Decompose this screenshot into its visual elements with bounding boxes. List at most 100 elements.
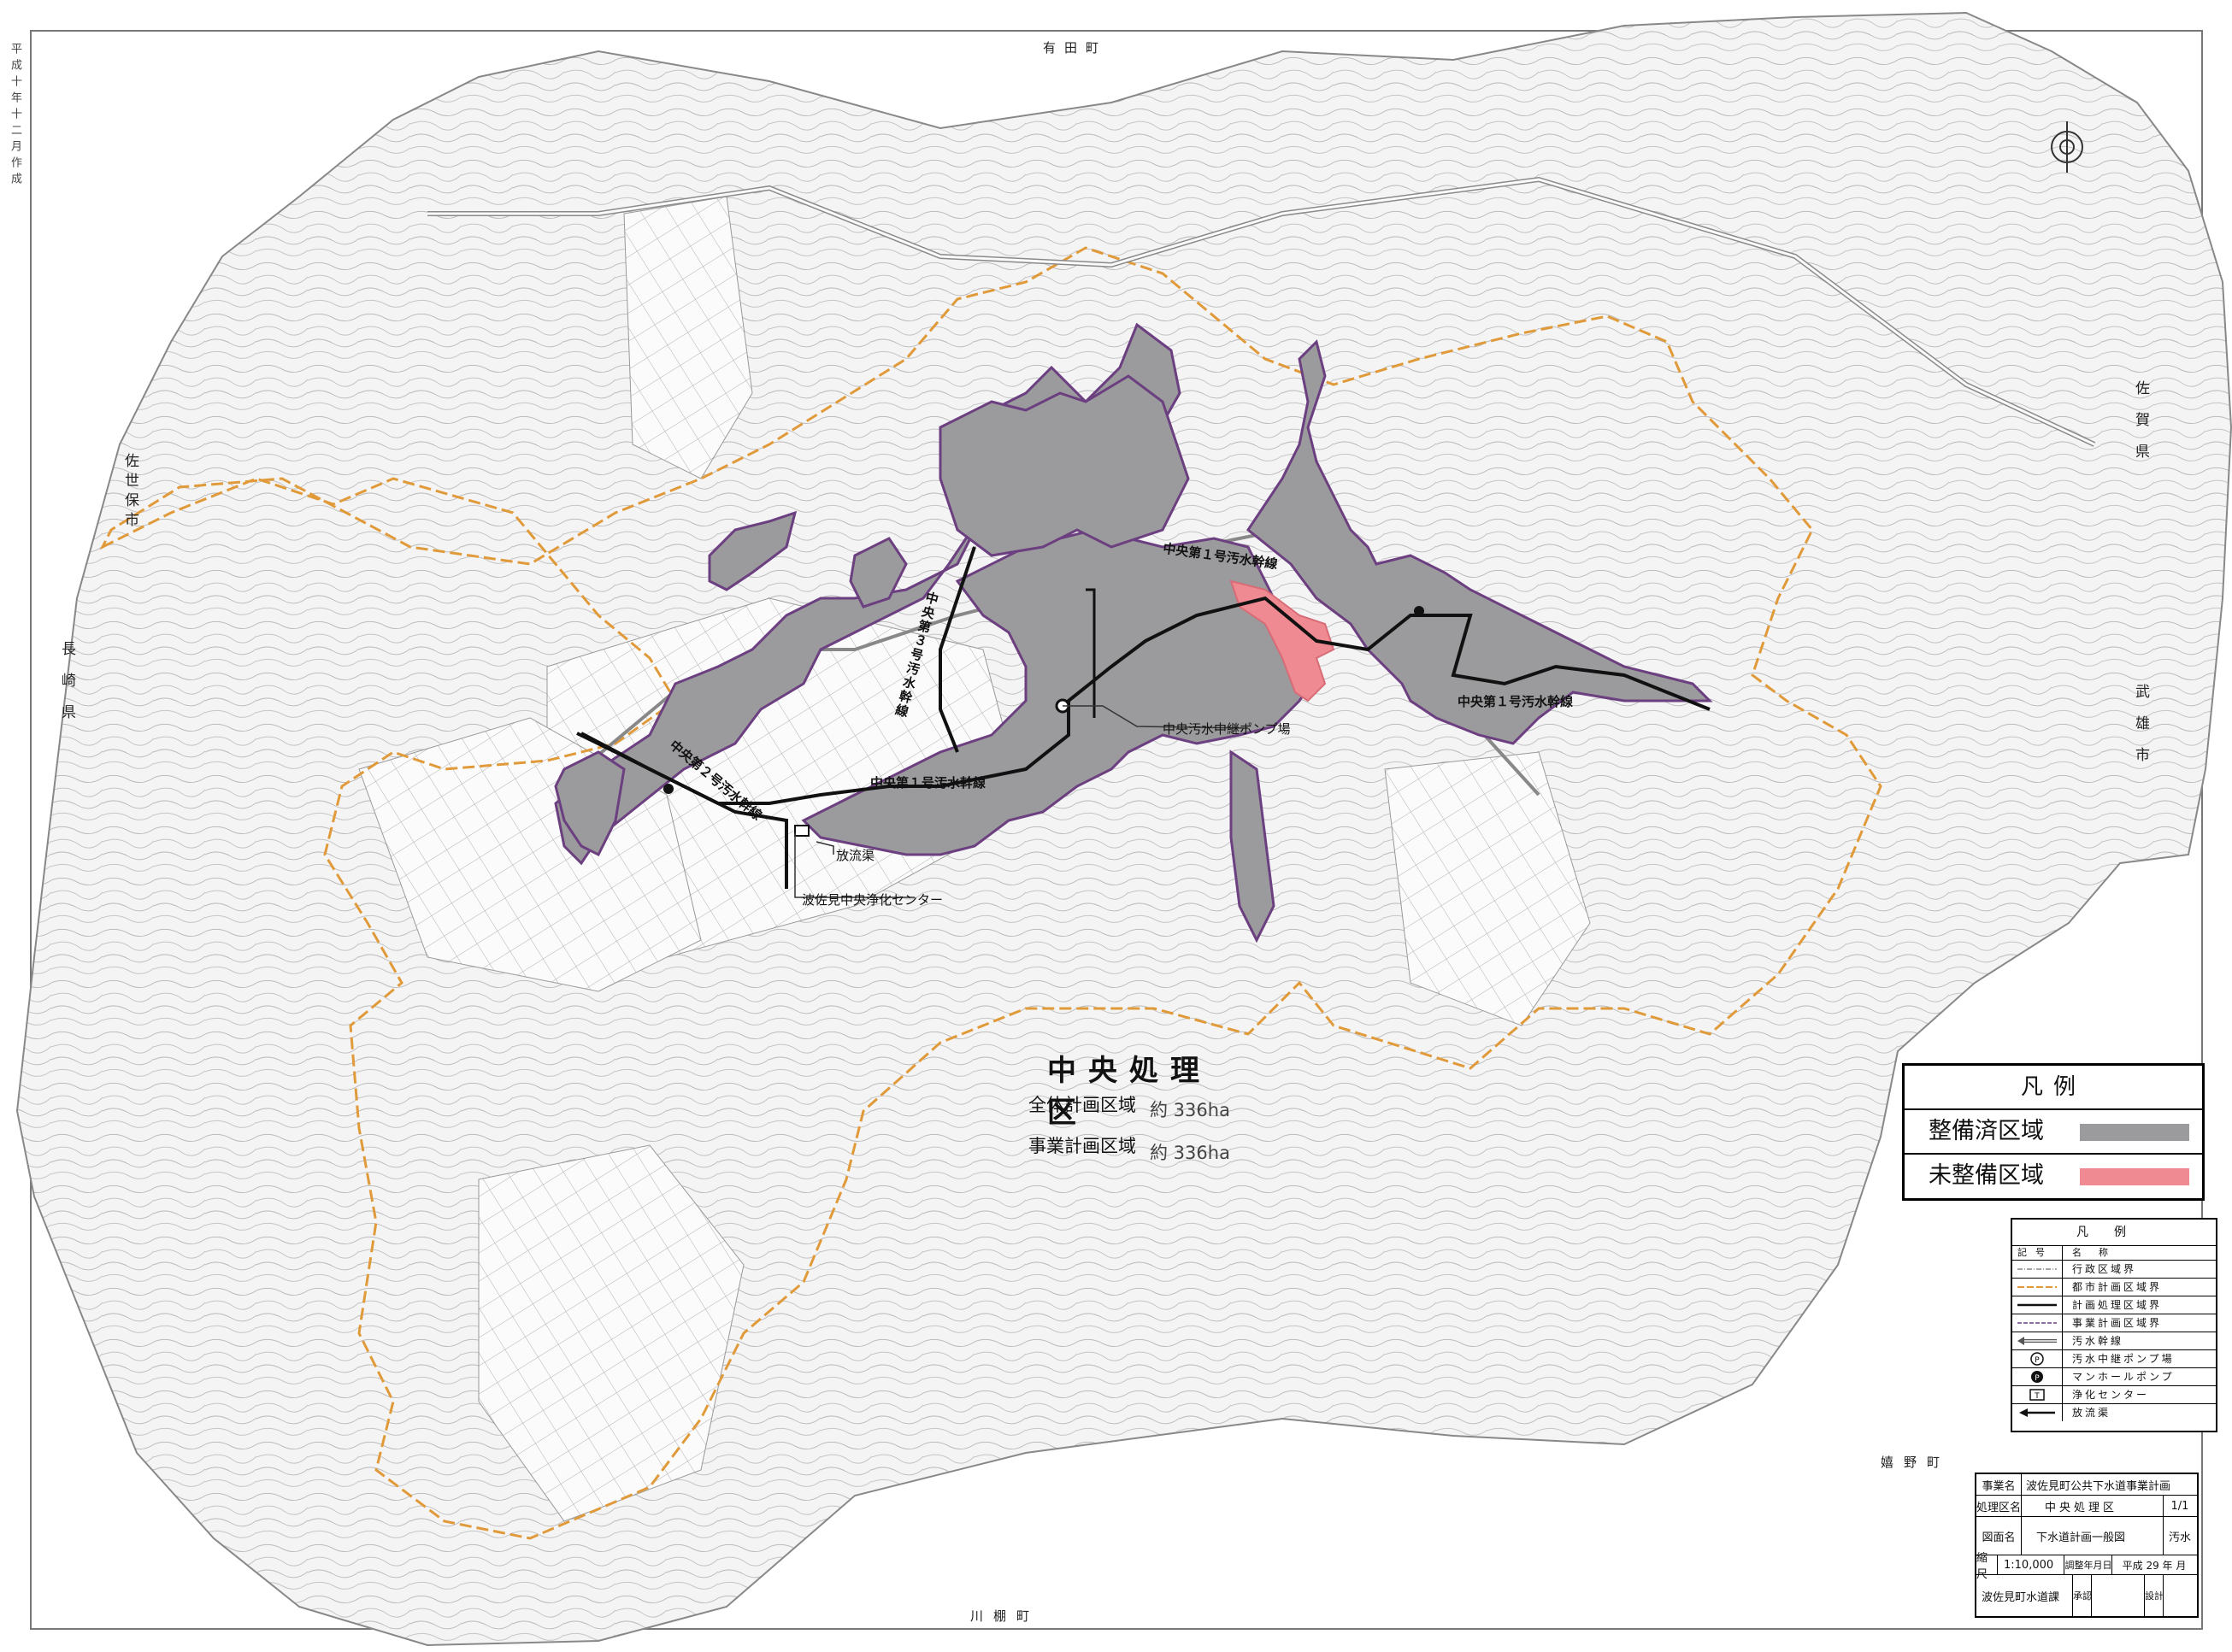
title-row-drawing: 図面名 下水道計画一般図 汚水 (1976, 1517, 2197, 1555)
neighbor-south-2: 嬉野町 (1881, 1455, 1951, 1470)
developed-area-center (801, 528, 1318, 856)
sewer-label-east: 中央第１号汚水幹線 (1458, 694, 1574, 709)
developed-area-north (939, 374, 1190, 557)
symbol-legend-title: 凡例 (2012, 1220, 2216, 1246)
trunk-sewer-branch (1086, 588, 1096, 718)
symbol-row: 事業計画区域界 (2012, 1314, 2216, 1332)
neighbor-east-1: 佐賀県 (2132, 380, 2149, 475)
symbol-label: 行政区域界 (2072, 1263, 2137, 1275)
symbol-row: 汚水幹線 (2012, 1332, 2216, 1350)
admin-boundary-symbol-icon (2017, 1268, 2057, 1270)
district-label: 処理区名 (1976, 1496, 2022, 1516)
pump-station-label: 中央汚水中継ポンプ場 (1163, 721, 1291, 737)
symbol-label: 都市計画区域界 (2072, 1281, 2163, 1293)
developed-area-islet (849, 537, 908, 608)
symbol-label: 計画処理区域界 (2072, 1299, 2163, 1311)
neighbor-west-2: 長崎県 (58, 641, 75, 736)
city-planning-boundary (99, 246, 1882, 1540)
treatment-center-symbol-icon: T (2029, 1389, 2045, 1401)
neighbor-north: 有田町 (1043, 40, 1108, 56)
svg-text:P: P (2035, 1356, 2040, 1365)
undeveloped-area (1229, 579, 1335, 703)
symbol-row: 放流渠 (2012, 1404, 2216, 1421)
district-value: 中央処理区 (2045, 1501, 2118, 1514)
field-grid-south (478, 1144, 745, 1522)
legend-undeveloped-swatch (2080, 1168, 2189, 1185)
symbol-label: 放流渠 (2072, 1407, 2111, 1419)
trunk-sewer-symbol-icon (2017, 1337, 2057, 1345)
symbol-row: P 汚水中継ポンプ場 (2012, 1350, 2216, 1368)
outfall-callout-leader (816, 841, 834, 855)
scale-value: 1:10,000 (2004, 1558, 2054, 1572)
symbol-label: マンホールポンプ (2072, 1371, 2175, 1383)
title-block: 事業名 波佐見町公共下水道事業計画 処理区名 中央処理区 1/1 図面名 下水道… (1975, 1473, 2199, 1618)
neighbor-east-2: 武雄市 (2132, 684, 2149, 779)
total-plan-label: 全体計画区域 (1028, 1095, 1136, 1115)
plan-district-symbol-icon (2017, 1303, 2057, 1307)
treatment-center-label: 波佐見中央浄化センター (802, 892, 944, 908)
col-name-header: 名称 (2072, 1247, 2125, 1258)
symbol-label: 事業計画区域界 (2072, 1317, 2163, 1329)
outfall-marker-icon (663, 784, 674, 794)
drawing-value: 下水道計画一般図 (2036, 1531, 2126, 1544)
legend-row-undeveloped: 未整備区域 (1905, 1155, 2202, 1197)
title-row-district: 処理区名 中央処理区 1/1 (1976, 1496, 2197, 1517)
top-creation-note: 平成十年十二月作成 (9, 43, 21, 189)
col-symbol-header: 記号 (2017, 1247, 2053, 1258)
outfall-symbol-icon (2019, 1408, 2055, 1417)
legend-developed-label: 整備済区域 (1929, 1118, 2044, 1144)
center-callout-leader (794, 833, 915, 898)
symbol-label: 浄化センター (2072, 1389, 2150, 1401)
legend-developed-swatch (2080, 1124, 2189, 1141)
date-value: 平成 29 年 月 (2111, 1555, 2196, 1574)
title-row-project: 事業名 波佐見町公共下水道事業計画 (1976, 1474, 2197, 1496)
design-label: 設計 (2144, 1575, 2164, 1616)
symbol-label: 汚水中継ポンプ場 (2072, 1353, 2175, 1365)
north-arrow-icon (2051, 121, 2083, 173)
symbol-row: 行政区域界 (2012, 1261, 2216, 1279)
symbol-legend: 凡例 記号 名称 行政区域界 都市計画区域界 計画処理区域界 事業計画区域界 汚… (2011, 1218, 2217, 1432)
project-label: 事業名 (1976, 1474, 2022, 1495)
title-row-office: 波佐見町水道課 承認 設計 (1976, 1575, 2197, 1616)
trunk-sewer-west (580, 732, 788, 889)
drawing-label: 図面名 (1976, 1517, 2022, 1555)
sheet-frame (30, 30, 2203, 1630)
symbol-row: T 浄化センター (2012, 1386, 2216, 1404)
svg-text:P: P (2035, 1374, 2040, 1383)
project-value: 波佐見町公共下水道事業計画 (2026, 1479, 2171, 1493)
legend-undeveloped-label: 未整備区域 (1929, 1162, 2044, 1189)
developed-area-south-strip (1229, 750, 1275, 944)
developed-area-west (554, 750, 626, 857)
city-planning-symbol-icon (2017, 1286, 2057, 1288)
pump-callout-leader (1063, 705, 1249, 729)
project-district-symbol-icon (2017, 1322, 2057, 1324)
symbol-row: 計画処理区域界 (2012, 1296, 2216, 1314)
town-territory (15, 11, 2232, 1647)
symbol-legend-header: 記号 名称 (2012, 1246, 2216, 1261)
symbol-label: 汚水幹線 (2072, 1335, 2124, 1347)
outfall-label: 放流渠 (836, 848, 875, 863)
color-legend: 凡例 整備済区域 未整備区域 (1902, 1063, 2205, 1201)
office-value: 波佐見町水道課 (1982, 1590, 2060, 1604)
date-label: 調整年月日 (2064, 1555, 2112, 1574)
developed-area-nw (708, 510, 798, 591)
field-grid-east (1384, 751, 1591, 1026)
title-row-scale: 縮尺 1:10,000 調整年月日 平成 29 年 月 (1976, 1552, 2197, 1581)
scale-label: 縮尺 (1976, 1552, 1998, 1581)
check-label: 承認 (2072, 1575, 2092, 1616)
symbol-row: 都市計画区域界 (2012, 1279, 2216, 1296)
manhole-pump-icon (1414, 606, 1424, 616)
trunk-sewer-north (939, 546, 976, 753)
legend-row-developed: 整備済区域 (1905, 1110, 2202, 1155)
check-stamp-area (2091, 1575, 2145, 1616)
manhole-pump-symbol-icon: P (2031, 1371, 2043, 1383)
symbol-row: P マンホールポンプ (2012, 1368, 2216, 1386)
district-title: 中央処理区 (1047, 1054, 1211, 1130)
design-stamp-area (2163, 1575, 2196, 1616)
developed-area-ne (1246, 339, 1713, 745)
main-road-inner (427, 178, 2095, 446)
project-plan-value: 約 336ha (1150, 1143, 1230, 1163)
trunk-sewer-main (576, 596, 1711, 805)
neighbor-south-1: 川棚町 (970, 1608, 1040, 1624)
